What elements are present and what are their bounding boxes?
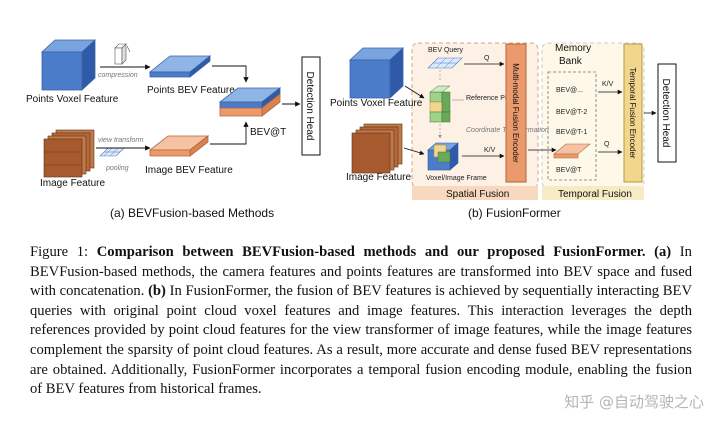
compression-label: compression	[98, 72, 138, 79]
multimodal-encoder-box	[505, 43, 527, 183]
temporal-encoder-box	[623, 43, 643, 183]
reference-points-pillar	[429, 85, 451, 123]
part-a-text: In BEVFusion-based methods, the camera f…	[30, 244, 692, 300]
kv2-label: K/V	[602, 81, 614, 88]
right-detection-head-label: Detection Head	[660, 79, 671, 148]
part-b-text: In FusionFormer, the fusion of BEV featu…	[30, 283, 692, 398]
temporal-fusion-label: Temporal Fusion	[558, 189, 632, 200]
left-image-feature-label: Image Feature	[40, 178, 105, 189]
figure-caption: Figure 1: Comparison between BEVFusion-b…	[30, 243, 692, 400]
memory-bank-box	[547, 71, 597, 181]
caption-paragraph: Figure 1: Comparison between BEVFusion-b…	[30, 243, 692, 400]
image-input-arrow	[403, 147, 425, 156]
memory-bank-label: Memory	[555, 43, 591, 54]
right-detection-head-box	[657, 63, 677, 163]
temporal-fusion-band	[542, 186, 644, 200]
voxel-input-arrow	[404, 85, 425, 99]
points-bev-arrow	[212, 65, 249, 83]
bev-at-t-label: BEV@T	[250, 127, 286, 138]
temporal-encoder-label: Temporal Fusion Encoder	[628, 67, 637, 158]
bank-current-slab	[553, 143, 591, 159]
bank-item-0: BEV@...	[556, 87, 583, 94]
spatial-fusion-band	[412, 186, 538, 200]
figure-label: Figure 1:	[30, 244, 89, 260]
left-detection-head-box	[301, 56, 321, 156]
right-image-feature-label: Image Feature	[346, 172, 411, 183]
subcaption-b: (b) FusionFormer	[468, 206, 561, 220]
bank-item-3: BEV@T	[556, 167, 582, 174]
part-b-label: (b)	[148, 283, 166, 300]
bank-item-1: BEV@T-2	[556, 109, 587, 116]
left-detection-head-label: Detection Head	[304, 72, 315, 141]
bank-item-2: BEV@T-1	[556, 129, 587, 136]
pooling-label: pooling	[105, 165, 129, 172]
figure-diagram: Points Voxel Feature compression Points …	[26, 39, 677, 220]
voxel-image-frame-label: Voxel/Image Frame	[426, 175, 487, 182]
reference-points-label: Reference Points	[466, 95, 520, 102]
memory-bank-label-line2: Bank	[559, 56, 583, 67]
part-a-label: (a)	[654, 244, 672, 260]
image-bev-slab	[148, 135, 210, 157]
points-bev-slab	[148, 55, 212, 78]
left-voxel-cube	[40, 39, 97, 91]
caption-title: Comparison between BEVFusion-based metho…	[96, 244, 646, 260]
q-label: Q	[484, 55, 490, 62]
compression-icon	[114, 43, 131, 65]
spatial-fusion-label: Spatial Fusion	[446, 189, 509, 200]
image-bev-arrow	[210, 121, 249, 145]
image-bev-label: Image BEV Feature	[145, 165, 233, 176]
view-transform-grid	[99, 147, 125, 157]
right-voxel-cube	[348, 47, 405, 99]
q2-label: Q	[604, 141, 610, 148]
right-image-feature-stack	[351, 123, 403, 174]
multimodal-encoder-label: Multi-modal Fusion Encoder	[511, 63, 520, 163]
subcaption-a: (a) BEVFusion-based Methods	[110, 206, 274, 220]
view-transform-label: view transform	[98, 137, 144, 144]
voxel-image-frame	[427, 142, 459, 171]
right-points-voxel-label: Points Voxel Feature	[330, 98, 423, 109]
left-points-voxel-label: Points Voxel Feature	[26, 94, 119, 105]
points-bev-label: Points BEV Feature	[147, 85, 235, 96]
kv-label: K/V	[484, 147, 496, 154]
left-image-feature-stack	[43, 129, 95, 178]
figure: Points Voxel Feature compression Points …	[26, 39, 677, 220]
bev-query-label: BEV Query	[428, 47, 464, 54]
bev-query-grid	[427, 57, 463, 69]
watermark: 知乎 @自动驾驶之心	[564, 393, 704, 411]
fused-bev-slab	[218, 87, 282, 117]
